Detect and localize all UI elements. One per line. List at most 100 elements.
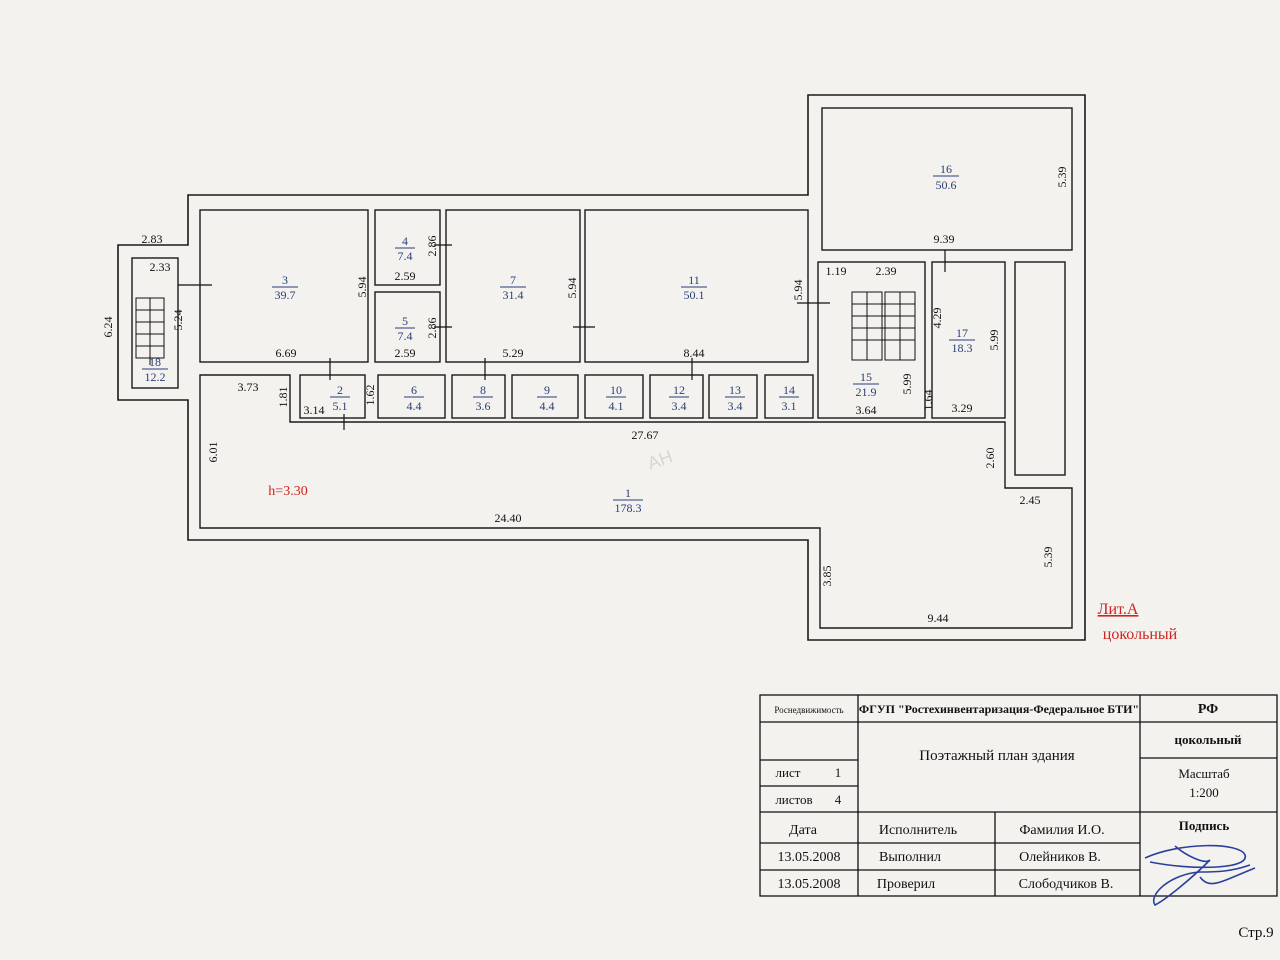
svg-text:39.7: 39.7 [275, 288, 296, 302]
svg-text:3.64: 3.64 [856, 403, 877, 417]
svg-text:21.9: 21.9 [856, 385, 877, 399]
svg-text:5.94: 5.94 [565, 278, 579, 299]
svg-text:3.73: 3.73 [238, 380, 259, 394]
header-name: Фамилия И.О. [1019, 823, 1104, 838]
svg-text:2: 2 [337, 383, 343, 397]
svg-text:1.19: 1.19 [826, 264, 847, 278]
header-executor: Исполнитель [879, 823, 957, 838]
svg-text:18: 18 [149, 355, 161, 369]
letter-label: Лит.А [1098, 601, 1139, 618]
svg-text:10: 10 [610, 383, 622, 397]
sheets-label: листов [775, 792, 812, 807]
svg-text:27.67: 27.67 [632, 428, 659, 442]
room-14: 143.1 [779, 383, 799, 413]
svg-text:9: 9 [544, 383, 550, 397]
row1-date: 13.05.2008 [778, 850, 841, 865]
room-3: 339.7 [272, 273, 298, 302]
room-2: 25.1 [330, 383, 350, 413]
floor-label: цокольный [1103, 626, 1178, 643]
svg-text:2.60: 2.60 [983, 448, 997, 469]
svg-text:178.3: 178.3 [615, 501, 642, 515]
room-12: 123.4 [669, 383, 689, 413]
svg-text:2.59: 2.59 [395, 269, 416, 283]
organization: ФГУП "Ростехинвентаризация-Федеральное Б… [859, 702, 1139, 716]
svg-text:4.29: 4.29 [930, 308, 944, 329]
sheet-label: лист [776, 765, 801, 780]
scale-label: Масштаб [1178, 766, 1230, 781]
room-16: 16 50.6 [933, 162, 959, 192]
svg-text:9.39: 9.39 [934, 232, 955, 246]
svg-text:7: 7 [510, 273, 516, 287]
signature-icon [1144, 844, 1256, 907]
sheets-count: 4 [835, 792, 842, 807]
svg-text:5.1: 5.1 [333, 399, 348, 413]
sheet-number: 1 [835, 765, 842, 780]
svg-text:3.1: 3.1 [782, 399, 797, 413]
svg-text:3.29: 3.29 [952, 401, 973, 415]
room-13: 133.4 [725, 383, 745, 413]
svg-text:1.64: 1.64 [921, 390, 935, 411]
svg-text:3.85: 3.85 [820, 566, 834, 587]
document-title: Поэтажный план здания [919, 748, 1075, 764]
svg-text:2.86: 2.86 [425, 236, 439, 257]
svg-text:4.4: 4.4 [540, 399, 555, 413]
ceiling-height: h=3.30 [268, 484, 307, 499]
svg-text:5.39: 5.39 [1055, 167, 1069, 188]
svg-text:3.4: 3.4 [672, 399, 687, 413]
room-8: 83.6 [473, 383, 493, 413]
svg-text:3: 3 [282, 273, 288, 287]
svg-text:13: 13 [729, 383, 741, 397]
svg-text:1.81: 1.81 [276, 387, 290, 408]
svg-text:6.69: 6.69 [276, 346, 297, 360]
svg-text:12.2: 12.2 [145, 370, 166, 384]
title-block: Роснедвижимость ФГУП "Ростехинвентаризац… [759, 694, 1278, 907]
svg-text:18.3: 18.3 [952, 341, 973, 355]
svg-text:5: 5 [402, 314, 408, 328]
svg-text:5.99: 5.99 [900, 374, 914, 395]
svg-text:2.86: 2.86 [425, 318, 439, 339]
svg-text:8: 8 [480, 383, 486, 397]
svg-text:2.83: 2.83 [142, 232, 163, 246]
svg-text:16: 16 [940, 162, 952, 176]
svg-text:4: 4 [402, 234, 408, 248]
svg-text:6.01: 6.01 [206, 442, 220, 463]
row1-name: Олейников В. [1019, 850, 1101, 865]
room-6: 64.4 [404, 383, 424, 413]
svg-text:50.6: 50.6 [936, 178, 957, 192]
svg-text:14: 14 [783, 383, 795, 397]
watermark: AH [645, 446, 675, 473]
stairs-icon [135, 291, 916, 365]
header-date: Дата [789, 823, 818, 838]
scale-value: 1:200 [1189, 785, 1219, 800]
row1-role: Выполнил [879, 850, 941, 865]
svg-text:2.39: 2.39 [876, 264, 897, 278]
svg-text:15: 15 [860, 370, 872, 384]
svg-text:7.4: 7.4 [398, 249, 413, 263]
row2-role: Проверил [877, 877, 935, 892]
svg-text:4.1: 4.1 [609, 399, 624, 413]
svg-text:7.4: 7.4 [398, 329, 413, 343]
svg-text:6: 6 [411, 383, 417, 397]
svg-text:8.44: 8.44 [684, 346, 705, 360]
svg-text:6.24: 6.24 [101, 317, 115, 338]
floor-name: цокольный [1175, 732, 1242, 747]
svg-text:24.40: 24.40 [495, 511, 522, 525]
svg-text:5.29: 5.29 [503, 346, 524, 360]
svg-text:5.39: 5.39 [1041, 547, 1055, 568]
row2-name: Слободчиков В. [1019, 877, 1114, 892]
header-signature: Подпись [1179, 818, 1230, 833]
room-9: 94.4 [537, 383, 557, 413]
svg-text:4.4: 4.4 [407, 399, 422, 413]
svg-text:5.99: 5.99 [987, 330, 1001, 351]
country: РФ [1198, 702, 1218, 717]
svg-text:2.59: 2.59 [395, 346, 416, 360]
svg-text:12: 12 [673, 383, 685, 397]
svg-text:2.45: 2.45 [1020, 493, 1041, 507]
svg-text:2.33: 2.33 [150, 260, 171, 274]
svg-text:9.44: 9.44 [928, 611, 949, 625]
